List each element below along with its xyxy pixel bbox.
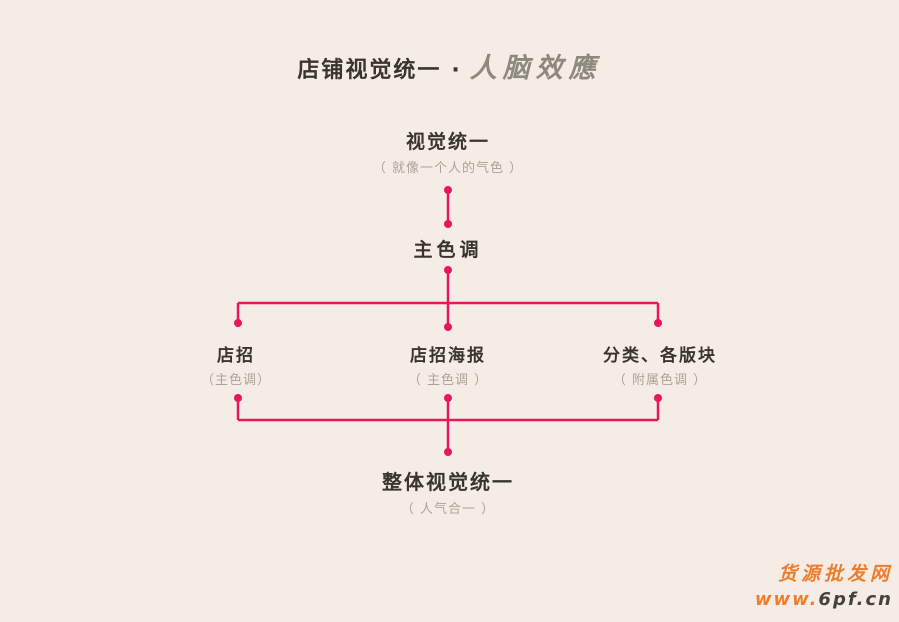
node-overall-visual-unity-label: 整体视觉统一 [382, 470, 514, 494]
connector-root-to-maincolor [444, 186, 452, 228]
node-shop-sign-poster: 店招海报 （ 主色调 ） [408, 341, 488, 388]
node-main-color-label: 主色调 [413, 239, 483, 261]
node-main-color: 主色调 [413, 235, 482, 262]
node-categories-sections-note: （ 附属色调 ） [612, 373, 708, 388]
node-shop-sign-poster-label: 店招海报 [409, 346, 486, 366]
node-visual-unity-label: 视觉统一 [405, 131, 491, 153]
connector-maincolor-to-branches [234, 266, 662, 331]
node-categories-sections: 分类、各版块 （ 附属色调 ） [603, 341, 717, 388]
watermark-url-domain: 6pf.cn [818, 588, 893, 610]
page-title: 店铺视觉统一 · 人脑效應 [0, 46, 899, 85]
node-categories-sections-label: 分类、各版块 [603, 346, 717, 366]
page-title-main: 店铺视觉统一 [297, 58, 442, 83]
node-visual-unity: 视觉统一 （ 就像一个人的气色 ） [373, 127, 523, 176]
watermark-site-name: 货源批发网 [777, 563, 893, 586]
watermark-site-url: www.6pf.cn [755, 588, 893, 612]
node-shop-sign-note: （主色调） [200, 373, 272, 388]
node-visual-unity-note: （ 就像一个人的气色 ） [372, 161, 524, 176]
page-title-brand-script: 人脑效應 [469, 53, 602, 84]
watermark-url-prefix: www. [754, 588, 819, 610]
watermark: 货源批发网 www.6pf.cn [755, 562, 893, 612]
node-overall-visual-unity: 整体视觉统一 （ 人气合一 ） [382, 466, 514, 517]
node-shop-sign-poster-note: （ 主色调 ） [407, 373, 489, 388]
title-separator-dot: · [451, 58, 460, 83]
node-shop-sign-label: 店招 [216, 346, 255, 366]
node-shop-sign: 店招 （主色调） [201, 341, 271, 388]
node-overall-visual-unity-note: （ 人气合一 ） [400, 502, 496, 517]
connector-branches-to-result [234, 394, 662, 456]
